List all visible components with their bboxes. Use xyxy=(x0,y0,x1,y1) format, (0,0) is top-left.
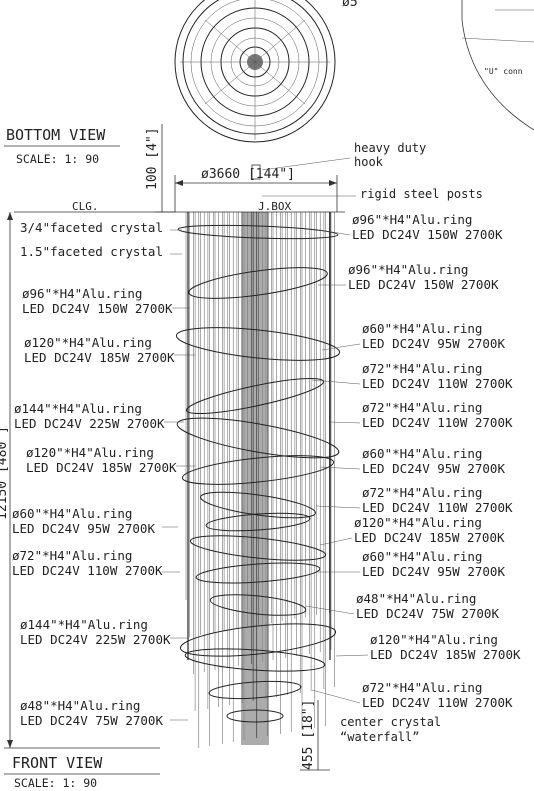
left-ring-label: LED DC24V 150W 2700K xyxy=(22,301,173,316)
alu-ring xyxy=(176,417,340,459)
heavy-duty-hook-note-line1: heavy duty xyxy=(354,141,426,155)
right-ring-label: ø120"*H4"Alu.ring xyxy=(354,515,482,530)
left-ring-label: 1.5"faceted crystal xyxy=(20,244,163,259)
alu-ring xyxy=(226,709,284,723)
alu-ring xyxy=(188,267,328,299)
connector-detail xyxy=(461,0,534,131)
alu-ring xyxy=(184,648,326,672)
rigid-steel-posts-note: rigid steel posts xyxy=(360,187,483,201)
left-ring-label: ø48"*H4"Alu.ring xyxy=(20,698,140,713)
left-ring-label: LED DC24V 225W 2700K xyxy=(20,632,171,647)
left-ring-label: ø144"*H4"Alu.ring xyxy=(20,617,148,632)
left-ring-label: ø144"*H4"Alu.ring xyxy=(14,401,142,416)
left-ring-label: LED DC24V 185W 2700K xyxy=(24,350,175,365)
right-ring-label: LED DC24V 110W 2700K xyxy=(362,376,513,391)
right-leader-lines xyxy=(305,229,369,704)
alu-ring xyxy=(181,455,335,485)
left-labels: 3/4"faceted crystal 1.5"faceted crystal ø9… xyxy=(12,220,177,728)
right-ring-label: ø60"*H4"Alu.ring xyxy=(362,321,482,336)
bottom-view-scale: SCALE: 1: 90 xyxy=(16,152,99,166)
alu-ring xyxy=(208,680,302,700)
alu-ring xyxy=(209,594,307,616)
total-height-label: 12150 [480"] xyxy=(0,426,10,520)
diameter-dimension xyxy=(174,175,338,212)
bottom-view-title: BOTTOM VIEW xyxy=(6,126,106,144)
right-ring-label: ø96"*H4"Alu.ring xyxy=(348,262,468,277)
bottom-view-plan xyxy=(174,0,336,143)
alu-ring xyxy=(195,562,321,584)
right-ring-label: LED DC24V 110W 2700K xyxy=(362,695,513,710)
left-ring-label: 3/4"faceted crystal xyxy=(20,220,163,235)
right-ring-label: ø72"*H4"Alu.ring xyxy=(362,400,482,415)
alu-rings xyxy=(175,224,341,723)
top-height-label: 100 [4"] xyxy=(145,127,160,190)
left-ring-label: LED DC24V 110W 2700K xyxy=(12,563,163,578)
right-ring-label: ø120"*H4"Alu.ring xyxy=(370,632,498,647)
left-ring-label: ø72"*H4"Alu.ring xyxy=(12,548,132,563)
right-ring-label: LED DC24V 185W 2700K xyxy=(370,647,521,662)
left-ring-label: ø96"*H4"Alu.ring xyxy=(22,286,142,301)
right-ring-label: LED DC24V 95W 2700K xyxy=(362,564,505,579)
alu-ring xyxy=(189,535,327,561)
front-view-title: FRONT VIEW xyxy=(12,754,103,772)
left-ring-label: ø60"*H4"Alu.ring xyxy=(12,506,132,521)
bottom-height-dimension xyxy=(300,700,330,771)
left-ring-label: LED DC24V 185W 2700K xyxy=(26,460,177,475)
right-ring-label: LED DC24V 150W 2700K xyxy=(348,277,499,292)
right-ring-label: ø72"*H4"Alu.ring xyxy=(362,485,482,500)
right-ring-label: ø60"*H4"Alu.ring xyxy=(362,549,482,564)
right-leader xyxy=(319,466,361,470)
right-leader xyxy=(329,421,361,424)
right-leader xyxy=(319,229,351,236)
right-leader xyxy=(315,505,361,509)
right-leader xyxy=(321,343,361,351)
right-ring-label: LED DC24V 110W 2700K xyxy=(362,415,513,430)
alu-ring xyxy=(175,327,341,361)
crystal-strands xyxy=(185,212,335,748)
alu-ring xyxy=(185,377,325,415)
jbox-note: J.BOX xyxy=(258,200,291,213)
left-ring-label: ø120"*H4"Alu.ring xyxy=(24,335,152,350)
left-leader-lines xyxy=(162,229,195,721)
right-ring-label: LED DC24V 95W 2700K xyxy=(362,461,505,476)
alu-ring xyxy=(200,491,316,519)
left-ring-label: LED DC24V 95W 2700K xyxy=(12,521,155,536)
front-view-scale: SCALE: 1: 90 xyxy=(14,776,97,790)
right-leader xyxy=(311,379,361,385)
right-ring-label: ø72"*H4"Alu.ring xyxy=(362,361,482,376)
left-ring-label: LED DC24V 225W 2700K xyxy=(14,416,165,431)
right-leader xyxy=(319,537,353,546)
hook-symbol xyxy=(251,164,261,180)
right-ring-label: ø72"*H4"Alu.ring xyxy=(362,680,482,695)
right-ring-label: ø48"*H4"Alu.ring xyxy=(356,591,476,606)
right-ring-label: ø60"*H4"Alu.ring xyxy=(362,446,482,461)
connector-note: "U" conn xyxy=(484,67,523,76)
right-leader xyxy=(311,689,361,704)
right-ring-label: ø96"*H4"Alu.ring xyxy=(352,212,472,227)
right-ring-label: LED DC24V 185W 2700K xyxy=(354,530,505,545)
diameter-label: ø3660 [144"] xyxy=(201,167,295,182)
total-height-dimension xyxy=(7,212,13,748)
left-ring-label: LED DC24V 75W 2700K xyxy=(20,713,163,728)
right-ring-label: LED DC24V 75W 2700K xyxy=(356,606,499,621)
bottom-height-label: 455 [18"] xyxy=(301,700,316,770)
rigid-steel-posts xyxy=(187,212,331,660)
right-leader xyxy=(305,605,355,615)
right-ring-label: LED DC24V 95W 2700K xyxy=(362,336,505,351)
left-ring-label: ø120"*H4"Alu.ring xyxy=(26,445,154,460)
alu-ring xyxy=(205,512,311,532)
alu-ring xyxy=(177,224,339,240)
right-ring-label: LED DC24V 110W 2700K xyxy=(362,500,513,515)
center-crystal-note-line2: “waterfall” xyxy=(340,730,419,744)
heavy-duty-hook-note-line2: hook xyxy=(354,155,384,169)
ceiling-note: CLG. xyxy=(72,200,99,213)
right-ring-label: LED DC24V 150W 2700K xyxy=(352,227,503,242)
right-leader xyxy=(335,654,369,657)
alu-ring xyxy=(179,623,337,657)
partial-diameter-label: ø5 xyxy=(342,0,358,10)
center-crystal-note-line1: center crystal xyxy=(340,715,441,729)
